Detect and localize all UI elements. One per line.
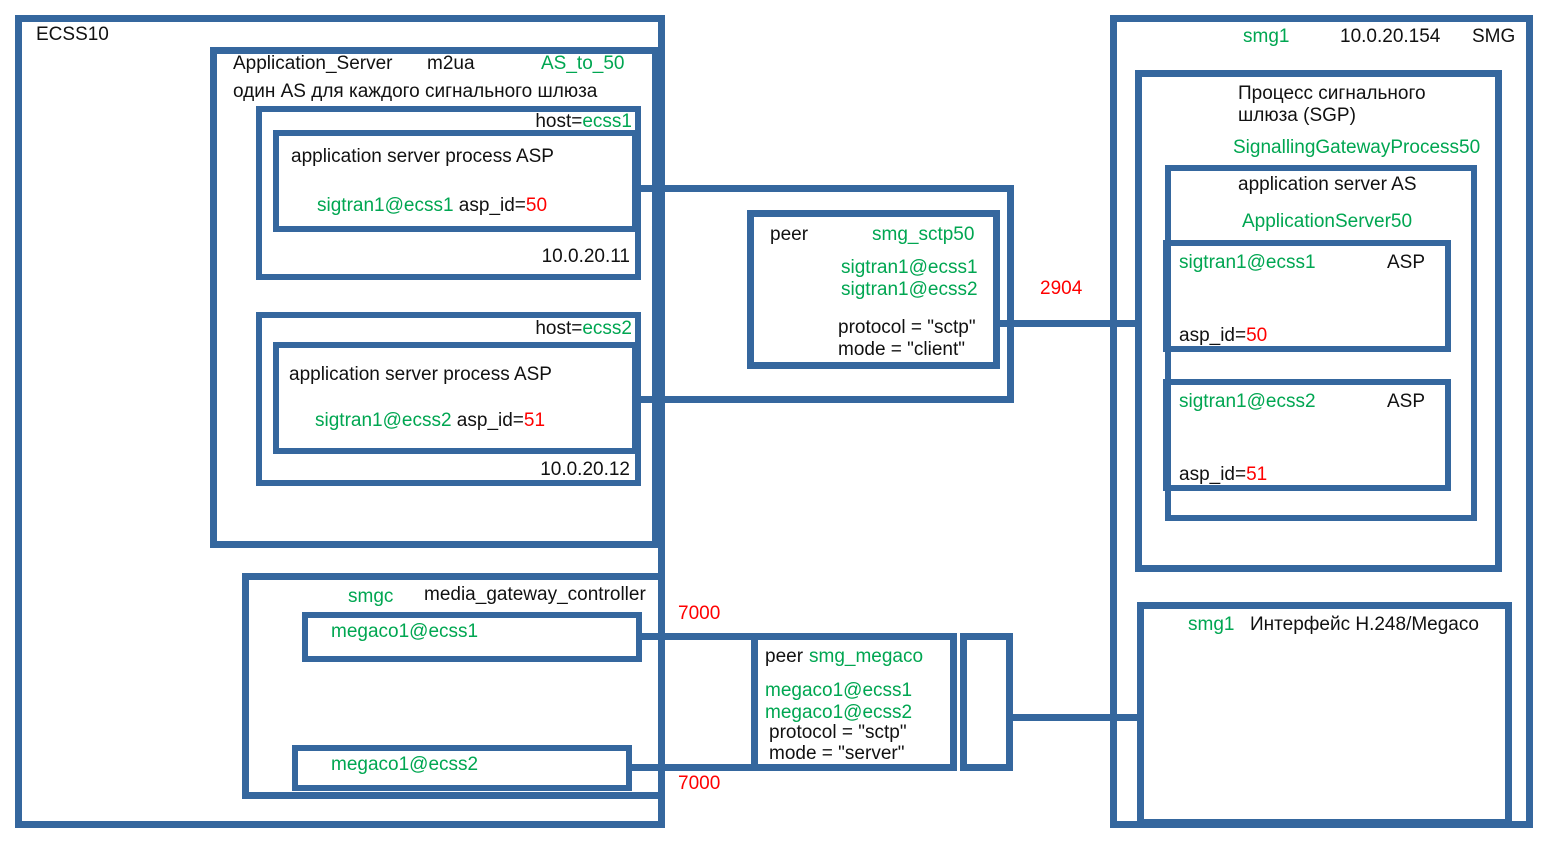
smg-asp51-id: asp_id=51 (1179, 464, 1267, 486)
sctp-peer-name: smg_sctp50 (872, 224, 975, 245)
sctp-peer-mode: mode = "client" (838, 339, 966, 360)
sgp-title: Процесс сигнального шлюза (SGP) (1238, 83, 1426, 127)
megaco-link-outer-box (960, 633, 1013, 771)
ecss10-box (15, 15, 665, 828)
connector-megaco-to-interface (1010, 714, 1142, 721)
host-name: ecss1 (582, 111, 632, 132)
asp-ecss2-sigtran: sigtran1@ecss2 (315, 410, 452, 431)
host-ecss1-box (256, 106, 641, 280)
megaco-term2-box (292, 745, 632, 791)
sctp-peer-protocol: protocol = "sctp" (838, 317, 976, 338)
host-ecss2-label: host=ecss2 (432, 318, 632, 340)
asp-id-prefix: asp_id= (453, 195, 526, 216)
application-server-title: Application_Server (233, 53, 393, 74)
asp-id-prefix: asp_id= (451, 410, 524, 431)
smgc-title: media_gateway_controller (424, 584, 646, 605)
sctp-peer-endpoint2: sigtran1@ecss2 (841, 279, 978, 300)
megaco-interface-name: smg1 (1188, 614, 1235, 635)
megaco-port-top-label: 7000 (678, 603, 721, 624)
megaco-term1-label: megaco1@ecss1 (331, 621, 479, 642)
asp-id-value: 51 (1246, 464, 1268, 485)
asp-id-value: 50 (1246, 325, 1268, 346)
megaco-peer-name: smg_megaco (809, 646, 924, 667)
connector-asp2-to-sctp-link (637, 396, 665, 403)
smg-asp50-sigtran: sigtran1@ecss1 (1179, 252, 1316, 273)
asp-ecss1-box (273, 130, 638, 232)
connector-sctp-to-sgp (996, 320, 1142, 327)
asp-ecss2-id: 51 (523, 410, 546, 431)
sgp-title-line1: Процесс сигнального (1238, 83, 1426, 104)
megaco-peer-mode: mode = "server" (769, 743, 905, 764)
connector-asp1-to-sctp-link (637, 185, 665, 192)
host-ecss2-ip: 10.0.20.12 (540, 459, 630, 480)
megaco-peer-endpoint1: megaco1@ecss1 (765, 680, 913, 701)
smg-asp50-id: asp_id=50 (1179, 325, 1267, 347)
asp-id-prefix: asp_id= (1179, 464, 1247, 485)
application-server-name: AS_to_50 (541, 53, 625, 74)
asp-ecss2-identity: sigtran1@ecss2 asp_id=51 (315, 410, 545, 432)
asp-id-prefix: asp_id= (1179, 325, 1247, 346)
connector-megaco2-to-peer (632, 764, 757, 771)
megaco-term2-label: megaco1@ecss2 (331, 754, 479, 775)
application-server-subtitle: один AS для каждого сигнального шлюза (233, 81, 598, 102)
megaco-peer-label: peer (765, 646, 804, 667)
smg-asp50-box (1163, 240, 1451, 352)
smgc-box (242, 573, 665, 799)
smg-asp50-label: ASP (1387, 252, 1426, 273)
peer-smg-sctp50-box (747, 210, 1000, 369)
connector-megaco1-to-peer (642, 633, 757, 640)
smg-name: smg1 (1243, 26, 1290, 47)
megaco-interface-title: Интерфейс H.248/Megaco (1250, 614, 1479, 635)
megaco-port-bottom-label: 7000 (678, 773, 721, 794)
peer-smg-megaco-box (751, 633, 957, 771)
megaco-peer-endpoint2: megaco1@ecss2 (765, 702, 913, 723)
host-prefix: host= (535, 111, 583, 132)
host-ecss1-label: host=ecss1 (432, 111, 632, 133)
megaco-peer-protocol: protocol = "sctp" (769, 722, 907, 743)
host-ecss1-ip: 10.0.20.11 (541, 246, 630, 267)
smg-ip: 10.0.20.154 (1340, 26, 1441, 47)
asp-ecss1-identity: sigtran1@ecss1 asp_id=50 (317, 195, 547, 217)
asp-ecss1-id: 50 (525, 195, 548, 216)
sctp-link-outer-box (658, 185, 1014, 403)
sgp-title-line2: шлюза (SGP) (1238, 105, 1356, 126)
sctp-peer-endpoint1: sigtran1@ecss1 (841, 257, 978, 278)
asp-ecss1-sigtran: sigtran1@ecss1 (317, 195, 454, 216)
host-name: ecss2 (582, 318, 632, 339)
smg-asp51-label: ASP (1387, 391, 1426, 412)
application-server-box (210, 47, 659, 548)
asp-ecss1-title: application server process ASP (291, 146, 554, 167)
smgc-name: smgc (348, 586, 394, 607)
application-server-protocol: m2ua (427, 53, 475, 74)
smg-as-name: ApplicationServer50 (1242, 211, 1413, 232)
ecss10-label: ECSS10 (36, 24, 109, 45)
smg-as-title: application server AS (1238, 174, 1417, 195)
megaco-term1-box (302, 612, 642, 662)
host-prefix: host= (535, 318, 583, 339)
m2ua-port-label: 2904 (1040, 278, 1083, 299)
smg-label: SMG (1472, 26, 1516, 47)
asp-ecss2-box (273, 342, 638, 454)
sgp-name: SignallingGatewayProcess50 (1233, 137, 1481, 158)
sctp-peer-label: peer (770, 224, 809, 245)
smg-asp51-sigtran: sigtran1@ecss2 (1179, 391, 1316, 412)
asp-ecss2-title: application server process ASP (289, 364, 552, 385)
smg-asp51-box (1163, 379, 1451, 491)
